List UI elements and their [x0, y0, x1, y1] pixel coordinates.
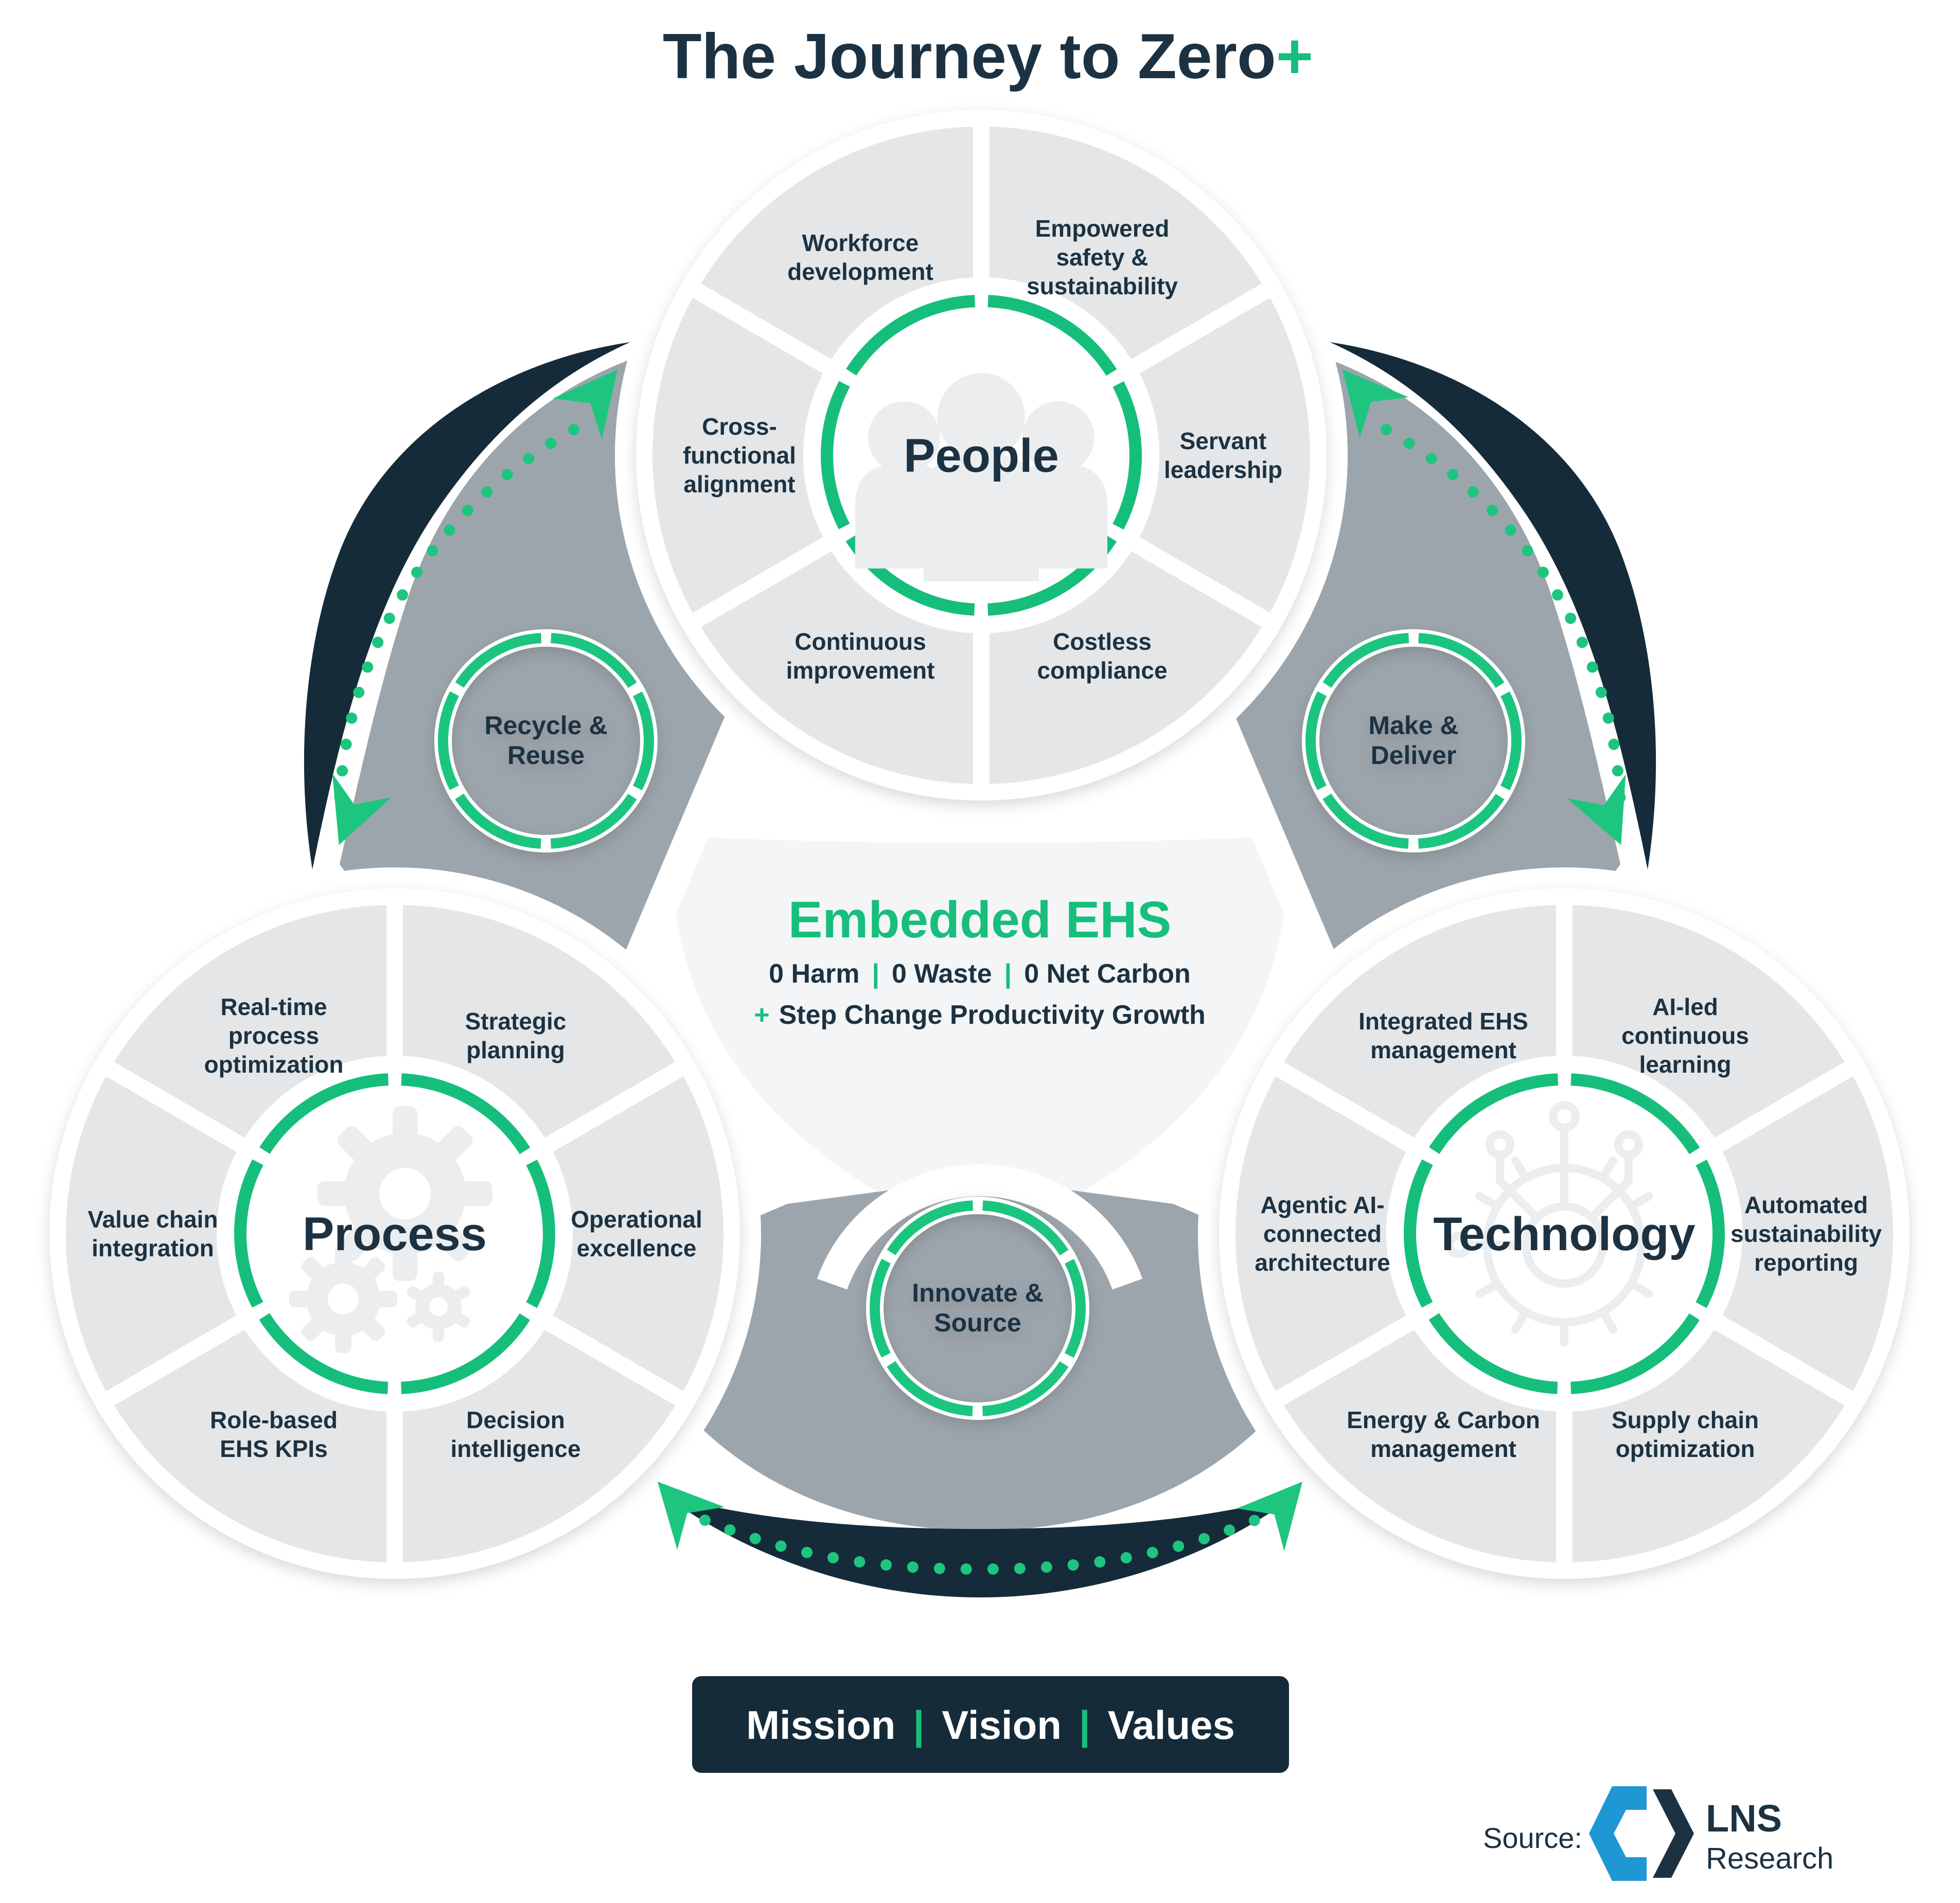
- svg-text:Mission|Vision|Values: Mission|Vision|Values: [746, 1702, 1235, 1748]
- lns-logo: [1589, 1786, 1694, 1881]
- arrow-band-process-people: [304, 342, 630, 869]
- process-wheel: Process: [58, 897, 732, 1571]
- connector-label: Innovate &Source: [912, 1278, 1044, 1337]
- brand-name: LNS: [1706, 1797, 1782, 1840]
- source-label: Source:: [1483, 1822, 1582, 1854]
- connector-label: Make &Deliver: [1368, 711, 1458, 770]
- technology-wheel-label: Technology: [1433, 1208, 1695, 1260]
- people-wheel-label: People: [904, 430, 1059, 482]
- connector-innovate-source: Innovate &Source: [870, 1200, 1085, 1416]
- cycle-arrows: [304, 342, 1656, 1597]
- people-wheel: People: [644, 118, 1318, 792]
- connector-label: Recycle &Reuse: [484, 711, 607, 770]
- arrow-band-process-technology: [664, 1495, 1296, 1597]
- zero-goals-line: 0 Harm|0 Waste|0 Net Carbon: [769, 959, 1191, 989]
- mission-vision-values-banner: Mission|Vision|Values: [692, 1676, 1289, 1773]
- source-attribution: Source: LNS Research: [1483, 1786, 1833, 1881]
- dotted-flow-left: [334, 424, 579, 808]
- productivity-line: +Step Change Productivity Growth: [754, 1000, 1206, 1030]
- technology-wheel: Technology: [1227, 897, 1901, 1571]
- process-wheel-label: Process: [303, 1208, 487, 1260]
- page-title: The Journey to Zero+: [663, 21, 1313, 92]
- arrow-band-people-technology: [1330, 342, 1656, 869]
- dotted-flow-right: [1381, 424, 1626, 808]
- connector-recycle-reuse: Recycle &Reuse: [438, 633, 654, 848]
- embedded-ehs-heading: Embedded EHS: [788, 891, 1172, 949]
- brand-name-2: Research: [1706, 1842, 1833, 1875]
- embedded-ehs-block: Embedded EHS 0 Harm|0 Waste|0 Net Carbon…: [754, 891, 1206, 1030]
- center-area: [671, 836, 1289, 1242]
- connector-make-deliver: Make &Deliver: [1305, 633, 1521, 848]
